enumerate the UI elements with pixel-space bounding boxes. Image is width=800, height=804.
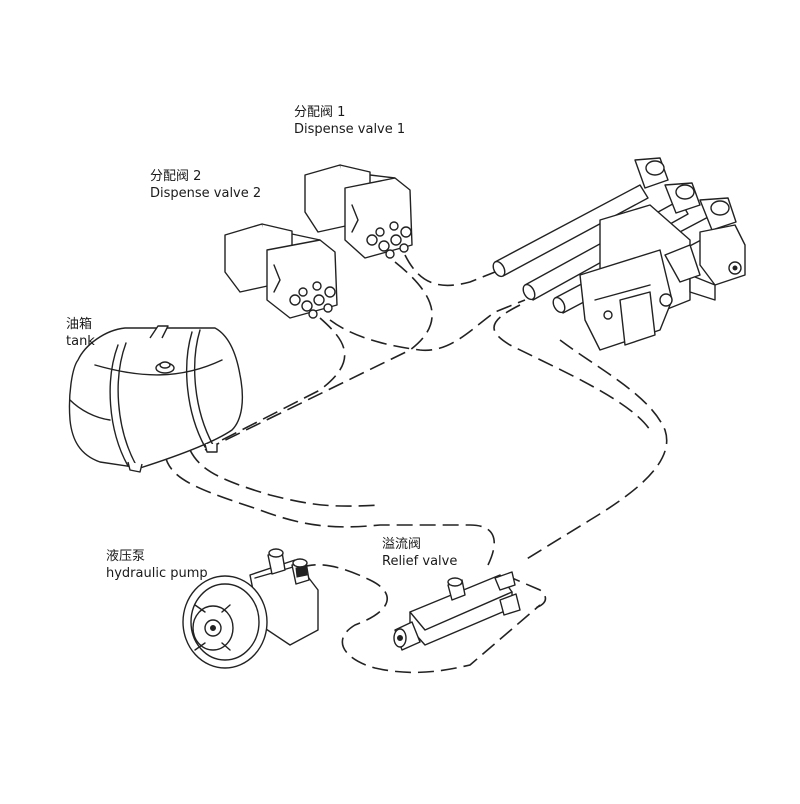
label-dispense-valve-1: 分配阀 1 Dispense valve 1 xyxy=(294,104,405,138)
label-relief-valve-zh: 溢流阀 xyxy=(382,536,457,553)
dispense-valve-2 xyxy=(225,224,337,318)
hose-valve1-out xyxy=(405,255,500,285)
label-tank-zh: 油箱 xyxy=(66,316,95,333)
hose-tank-return xyxy=(190,450,380,506)
label-dispense-valve-1-zh: 分配阀 1 xyxy=(294,104,405,121)
label-dispense-valve-1-en: Dispense valve 1 xyxy=(294,121,405,138)
label-tank-en: tank xyxy=(66,333,95,350)
hose-cylinder-relief xyxy=(525,340,667,560)
label-hydraulic-pump-en: hydraulic pump xyxy=(106,565,208,582)
hose-valve2-return xyxy=(330,300,525,350)
label-dispense-valve-2-zh: 分配阀 2 xyxy=(150,168,261,185)
label-tank: 油箱 tank xyxy=(66,316,95,350)
hydraulic-cylinders xyxy=(491,158,745,350)
label-relief-valve: 溢流阀 Relief valve xyxy=(382,536,457,570)
oil-tank xyxy=(69,326,242,472)
label-dispense-valve-2: 分配阀 2 Dispense valve 2 xyxy=(150,168,261,202)
label-hydraulic-pump-zh: 液压泵 xyxy=(106,548,208,565)
label-relief-valve-en: Relief valve xyxy=(382,553,457,570)
label-hydraulic-pump: 液压泵 hydraulic pump xyxy=(106,548,208,582)
label-dispense-valve-2-en: Dispense valve 2 xyxy=(150,185,261,202)
